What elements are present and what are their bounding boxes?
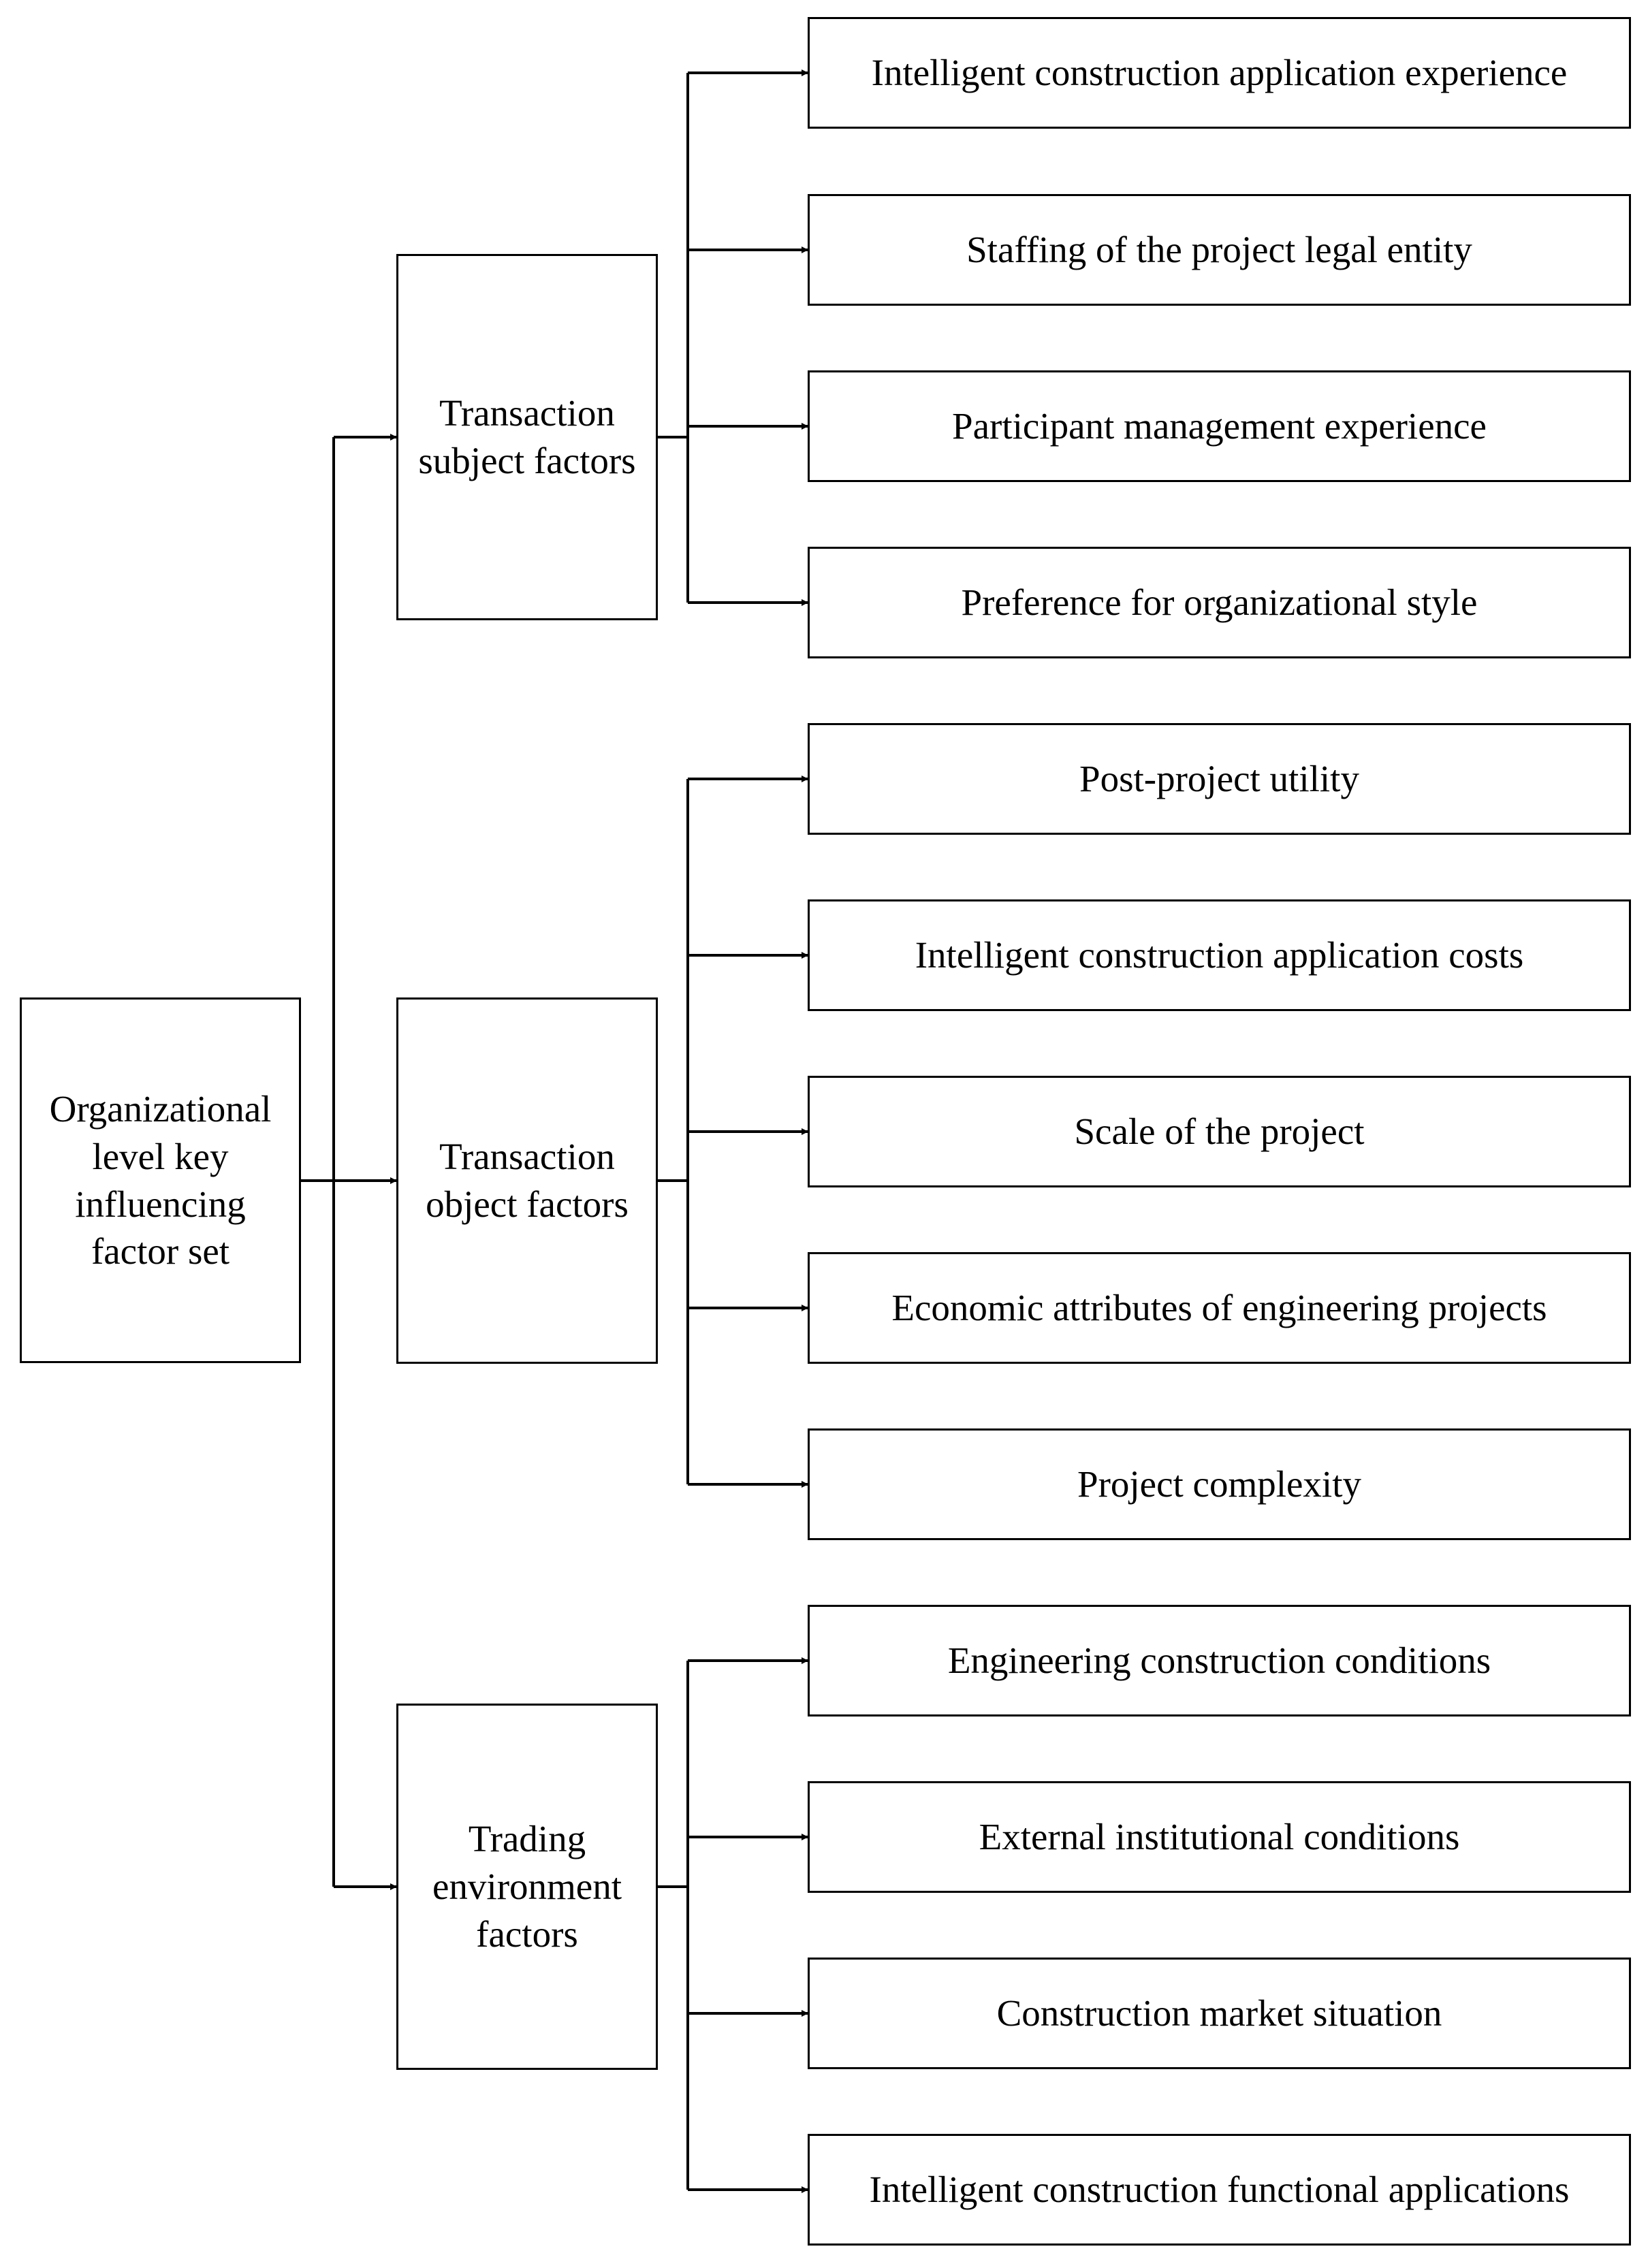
root-node-label: Organizational level key influencing fac… — [49, 1087, 272, 1273]
factor-node: Intelligent construction application exp… — [808, 17, 1631, 129]
factor-label: Preference for organizational style — [961, 581, 1478, 624]
factor-label: Scale of the project — [1074, 1111, 1365, 1153]
factor-label: Engineering construction conditions — [947, 1640, 1491, 1682]
category-node-trading-environment: Trading environment factors — [396, 1704, 658, 2070]
factor-label: Participant management experience — [952, 405, 1487, 447]
factor-label: Economic attributes of engineering proje… — [891, 1287, 1547, 1329]
factor-label: Intelligent construction application cos… — [915, 934, 1524, 976]
factor-label: Post-project utility — [1079, 758, 1359, 800]
factor-node: Scale of the project — [808, 1076, 1631, 1187]
factor-node: External institutional conditions — [808, 1781, 1631, 1893]
factor-label: Intelligent construction functional appl… — [869, 2169, 1570, 2211]
factor-node: Preference for organizational style — [808, 547, 1631, 658]
factor-node: Engineering construction conditions — [808, 1605, 1631, 1716]
category-node-transaction-object: Transaction object factors — [396, 997, 658, 1364]
factor-label: Construction market situation — [996, 1992, 1442, 2034]
factor-node: Post-project utility — [808, 723, 1631, 835]
root-node: Organizational level key influencing fac… — [20, 997, 301, 1363]
factor-node: Intelligent construction application cos… — [808, 899, 1631, 1011]
category-label: Transaction subject factors — [418, 392, 636, 481]
category-node-transaction-subject: Transaction subject factors — [396, 254, 658, 620]
factor-node: Economic attributes of engineering proje… — [808, 1252, 1631, 1364]
category-label: Trading environment factors — [432, 1818, 622, 1955]
factor-node: Construction market situation — [808, 1958, 1631, 2069]
factor-label: Project complexity — [1077, 1463, 1361, 1505]
factor-label: Staffing of the project legal entity — [966, 229, 1472, 271]
category-label: Transaction object factors — [426, 1136, 629, 1225]
factor-node: Intelligent construction functional appl… — [808, 2134, 1631, 2246]
factor-node: Participant management experience — [808, 370, 1631, 482]
factor-label: Intelligent construction application exp… — [871, 52, 1568, 94]
factor-node: Project complexity — [808, 1428, 1631, 1540]
factor-label: External institutional conditions — [979, 1816, 1460, 1858]
factor-node: Staffing of the project legal entity — [808, 194, 1631, 306]
